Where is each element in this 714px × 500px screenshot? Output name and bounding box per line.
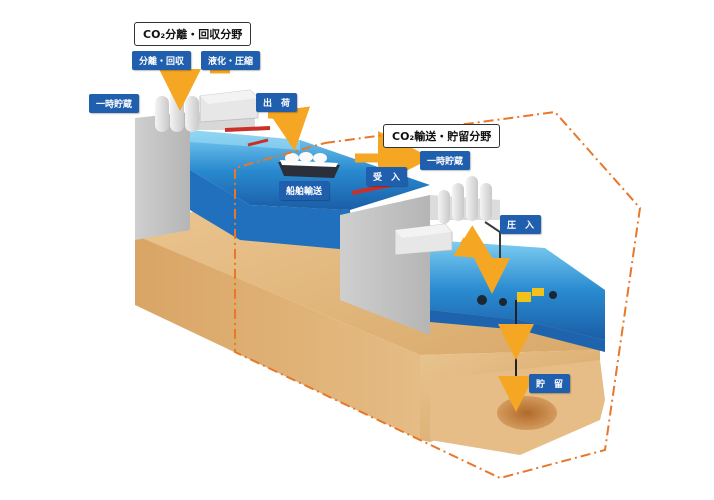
label-injection: 圧 入 — [500, 215, 542, 234]
loading-arms — [224, 126, 391, 195]
subsea-equipment — [477, 288, 557, 306]
transport-storage-boundary — [234, 110, 642, 480]
capture-section-title: CO₂分離・回収分野 — [134, 22, 252, 46]
label-separation: 分離・回収 — [132, 51, 192, 70]
injection-facilities — [394, 176, 492, 256]
storage-reservoir — [497, 396, 557, 430]
transport-section-title: CO₂輸送・貯留分野 — [383, 124, 501, 148]
label-temp-storage-right: 一時貯蔵 — [420, 151, 471, 170]
label-shipping-out: 出 荷 — [256, 93, 298, 112]
label-ship-transport: 船舶輸送 — [279, 181, 330, 200]
label-storage: 貯 留 — [529, 374, 571, 393]
offshore-sea — [430, 240, 605, 352]
label-liquefaction: 液化・圧縮 — [201, 51, 261, 70]
flow-arrows — [159, 66, 534, 412]
label-temp-storage-left: 一時貯蔵 — [89, 94, 140, 113]
lng-carrier-ship — [278, 152, 340, 178]
label-receiving: 受 入 — [366, 167, 408, 186]
